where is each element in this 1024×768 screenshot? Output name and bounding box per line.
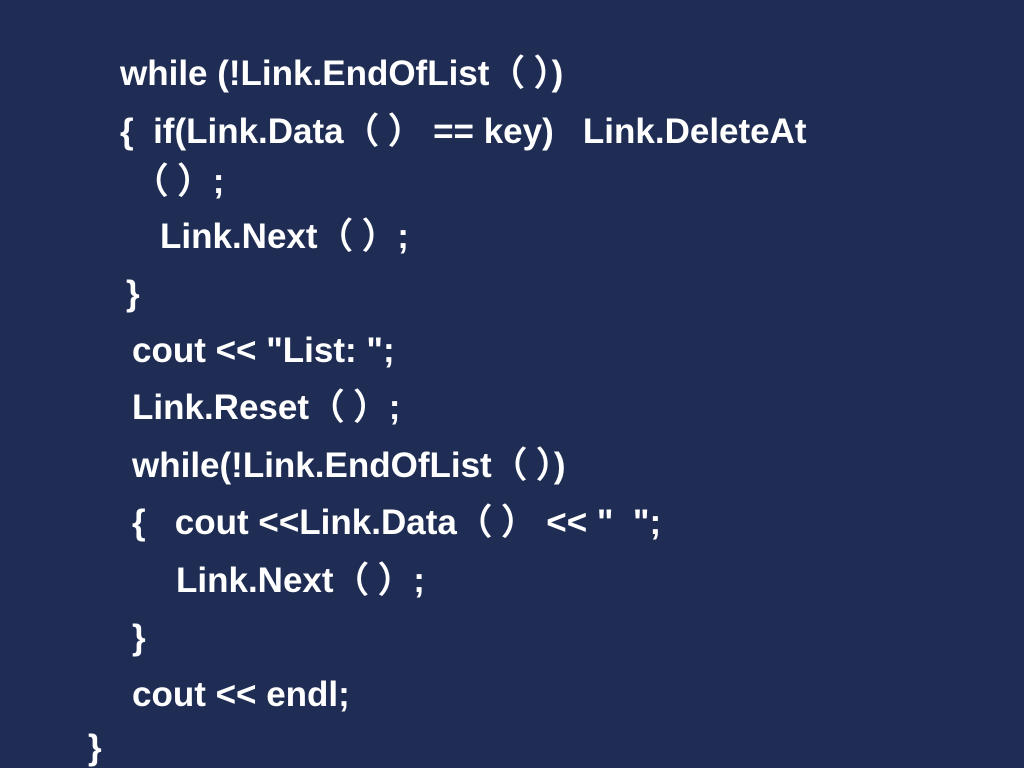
code-line-7: Link.Reset（ ）;: [132, 388, 401, 427]
code-line-6: cout << "List: ";: [132, 331, 395, 370]
code-line-4: Link.Next（ ）;: [160, 217, 409, 256]
code-line-12: cout << endl;: [132, 675, 350, 714]
code-line-9: { cout <<Link.Data（ ） << " ";: [132, 503, 662, 542]
code-line-11: }: [132, 618, 146, 657]
code-line-8: while(!Link.EndOfList（ ）): [132, 446, 566, 485]
code-line-1: while (!Link.EndOfList（ ）): [120, 54, 564, 93]
code-line-3: （ ）;: [133, 162, 225, 201]
code-line-10: Link.Next（ ）;: [176, 561, 425, 600]
code-line-5: }: [126, 274, 140, 313]
code-line-13: }: [88, 728, 102, 767]
code-line-2: { if(Link.Data（ ） == key) Link.DeleteAt: [120, 112, 807, 151]
